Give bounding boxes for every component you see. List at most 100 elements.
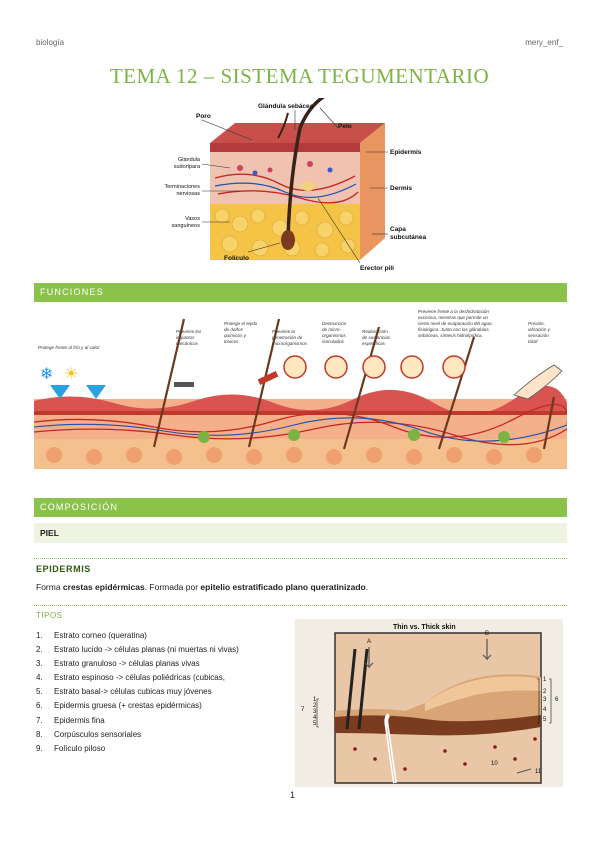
sun-icon: ☀ [64,364,78,383]
sebaceous-circle-icon [442,355,466,379]
dehydration-circle-icon [400,355,424,379]
list-item: 9. Folículo piloso [36,742,291,756]
label-epidermis: Epidermis [390,149,422,156]
caption-quimicos-3: químicos y [224,333,247,338]
list-item: 2.Estrato lucido -> células planas (ni m… [36,643,291,657]
label-vasos-1: Vasos [185,216,200,222]
caption-microorg-3: microorganismos [272,341,308,346]
label-dermis: Dermis [390,185,412,192]
label-capa-2: subcutánea [390,234,427,241]
label-pelo: Pelo [338,123,352,130]
label-a: A [367,639,371,645]
label-2-left: 2 [313,703,317,709]
list-number: 4. [36,673,43,683]
caption-destruccion-3: organismos [322,333,346,338]
caption-reabsorcion-3: específicas [362,341,386,346]
section-bar-composicion: COMPOSICIÓN [34,498,567,517]
destruction-circle-icon [324,355,348,379]
list-number: 7. [36,715,43,725]
caption-microorg-1: Previene la [272,329,295,334]
list-text: Estrato corneo (queratina) [54,631,147,640]
list-text: Epidermis gruesa (+ crestas epidérmicas) [54,701,202,711]
list-item: 3. Estrato granuloso -> células planas vi… [36,657,291,671]
epi-text-1: Forma [36,582,63,592]
arrow-11-icon [516,768,532,774]
list-item: 1. Estrato corneo (queratina) [36,629,291,643]
hand-icon [513,364,563,400]
arrow-a-icon [364,647,374,669]
arrow-b-icon [482,639,492,661]
list-number: 8. [36,729,43,739]
skin-anatomy-illustration: Glándula sebácea Poro Pelo Epidermis Der… [165,98,427,272]
header-author: mery_enf_ [525,38,563,47]
caption-reabsorcion-1: Reabsorción [362,329,388,334]
label-5: 5 [543,717,547,723]
heading-epidermis: EPIDERMIS [36,564,91,574]
label-10: 10 [491,761,498,767]
label-4: 4 [543,707,547,713]
list-text: Corpúsculos sensoriales [54,729,142,739]
list-item: 8. Corpúsculos sensoriales [36,728,291,742]
page-title: TEMA 12 – SISTEMA TEGUMENTARIO [109,64,490,88]
label-glandula-sud-2: sudorípara [174,164,201,170]
label-foliculo: Folículo [224,255,249,262]
label-3-left: 3 [313,709,317,715]
caption-deshidratacion-3: cierto nivel de evaporación del agua [418,321,492,326]
subsection-piel: PIEL [34,523,567,543]
caption-impactos-1: Previene los [176,329,202,334]
caption-impactos-3: mecánicos [176,341,199,346]
divider [34,558,567,559]
page-number: 1 [290,790,296,800]
list-text: Estrato espinoso -> células poliédricas … [54,673,225,683]
tipos-list: 1. Estrato corneo (queratina) 2.Estrato l… [36,629,291,756]
caption-quimicos-4: tóxicos [224,339,239,344]
microorganism-circle-icon [283,355,307,379]
list-text: Estrato lucido -> células planas (ni mue… [54,645,239,655]
epi-text-3: . [365,582,369,592]
caption-frio-calor: Protege frente al frío y al calor [38,345,100,350]
label-4-left: 4 [313,715,317,721]
epidermis-description: Forma crestas epidérmicas. Formada por e… [36,582,368,592]
label-terminaciones-1: Terminaciones [165,184,201,190]
reabsorption-circle-icon [362,355,386,379]
caption-presion-4: táctil [528,339,538,344]
section-bar-funciones: FUNCIONES [34,283,567,302]
list-item: 4. Estrato espinoso -> células poliédrica… [36,671,291,685]
label-vasos-2: sanguíneos [172,223,201,229]
caption-microorg-2: penetración de [271,335,303,340]
list-number: 9. [36,743,43,753]
test-tube-icon [257,371,279,385]
label-5-left: 5 [313,721,317,727]
blue-arrow-icon [86,385,106,399]
label-glandula-sud-1: Glándula [178,157,201,163]
list-text: Folículo piloso [54,743,106,753]
epi-bold-1: crestas epidérmicas [62,582,145,592]
list-text: Estrato basal-> células cubicas muy jóve… [54,687,212,697]
label-glandula-sebacea: Glándula sebácea [258,103,314,110]
label-11: 11 [535,769,542,775]
label-poro: Poro [196,113,211,120]
list-number: 1. [36,631,43,640]
caption-destruccion-1: Destrucción [322,321,347,326]
label-terminaciones-2: nerviosas [176,191,200,197]
label-3: 3 [543,697,547,703]
caption-quimicos-2: de daños [224,327,244,332]
caption-destruccion-4: inoculados [322,339,345,344]
list-number: 5. [36,687,43,697]
list-number: 3. [36,659,43,669]
caption-deshidratacion-5: sebáceas, síntesis hidrolipídica. [418,333,483,338]
list-text: Epidermis fina [54,715,105,725]
caption-presion-1: Presión, [528,321,545,326]
label-erector-pili: Erector pili [360,265,394,272]
header-subject: biología [36,38,65,47]
label-2: 2 [543,689,547,695]
label-b: B [485,631,489,637]
hammer-icon [174,382,194,387]
label-capa-1: Capa [390,226,406,233]
caption-deshidratacion-2: excesiva, mientras que permite un [418,315,488,320]
snowflake-icon: ❄ [40,364,53,383]
list-text: Estrato granuloso -> células planas viva… [54,659,200,669]
blue-arrow-icon [50,385,70,399]
epi-text-2: . Formada por [144,582,201,592]
thin-vs-thick-skin-illustration: Thin vs. Thick skin A B 1 2 3 4 5 6 7 1 … [295,619,563,787]
